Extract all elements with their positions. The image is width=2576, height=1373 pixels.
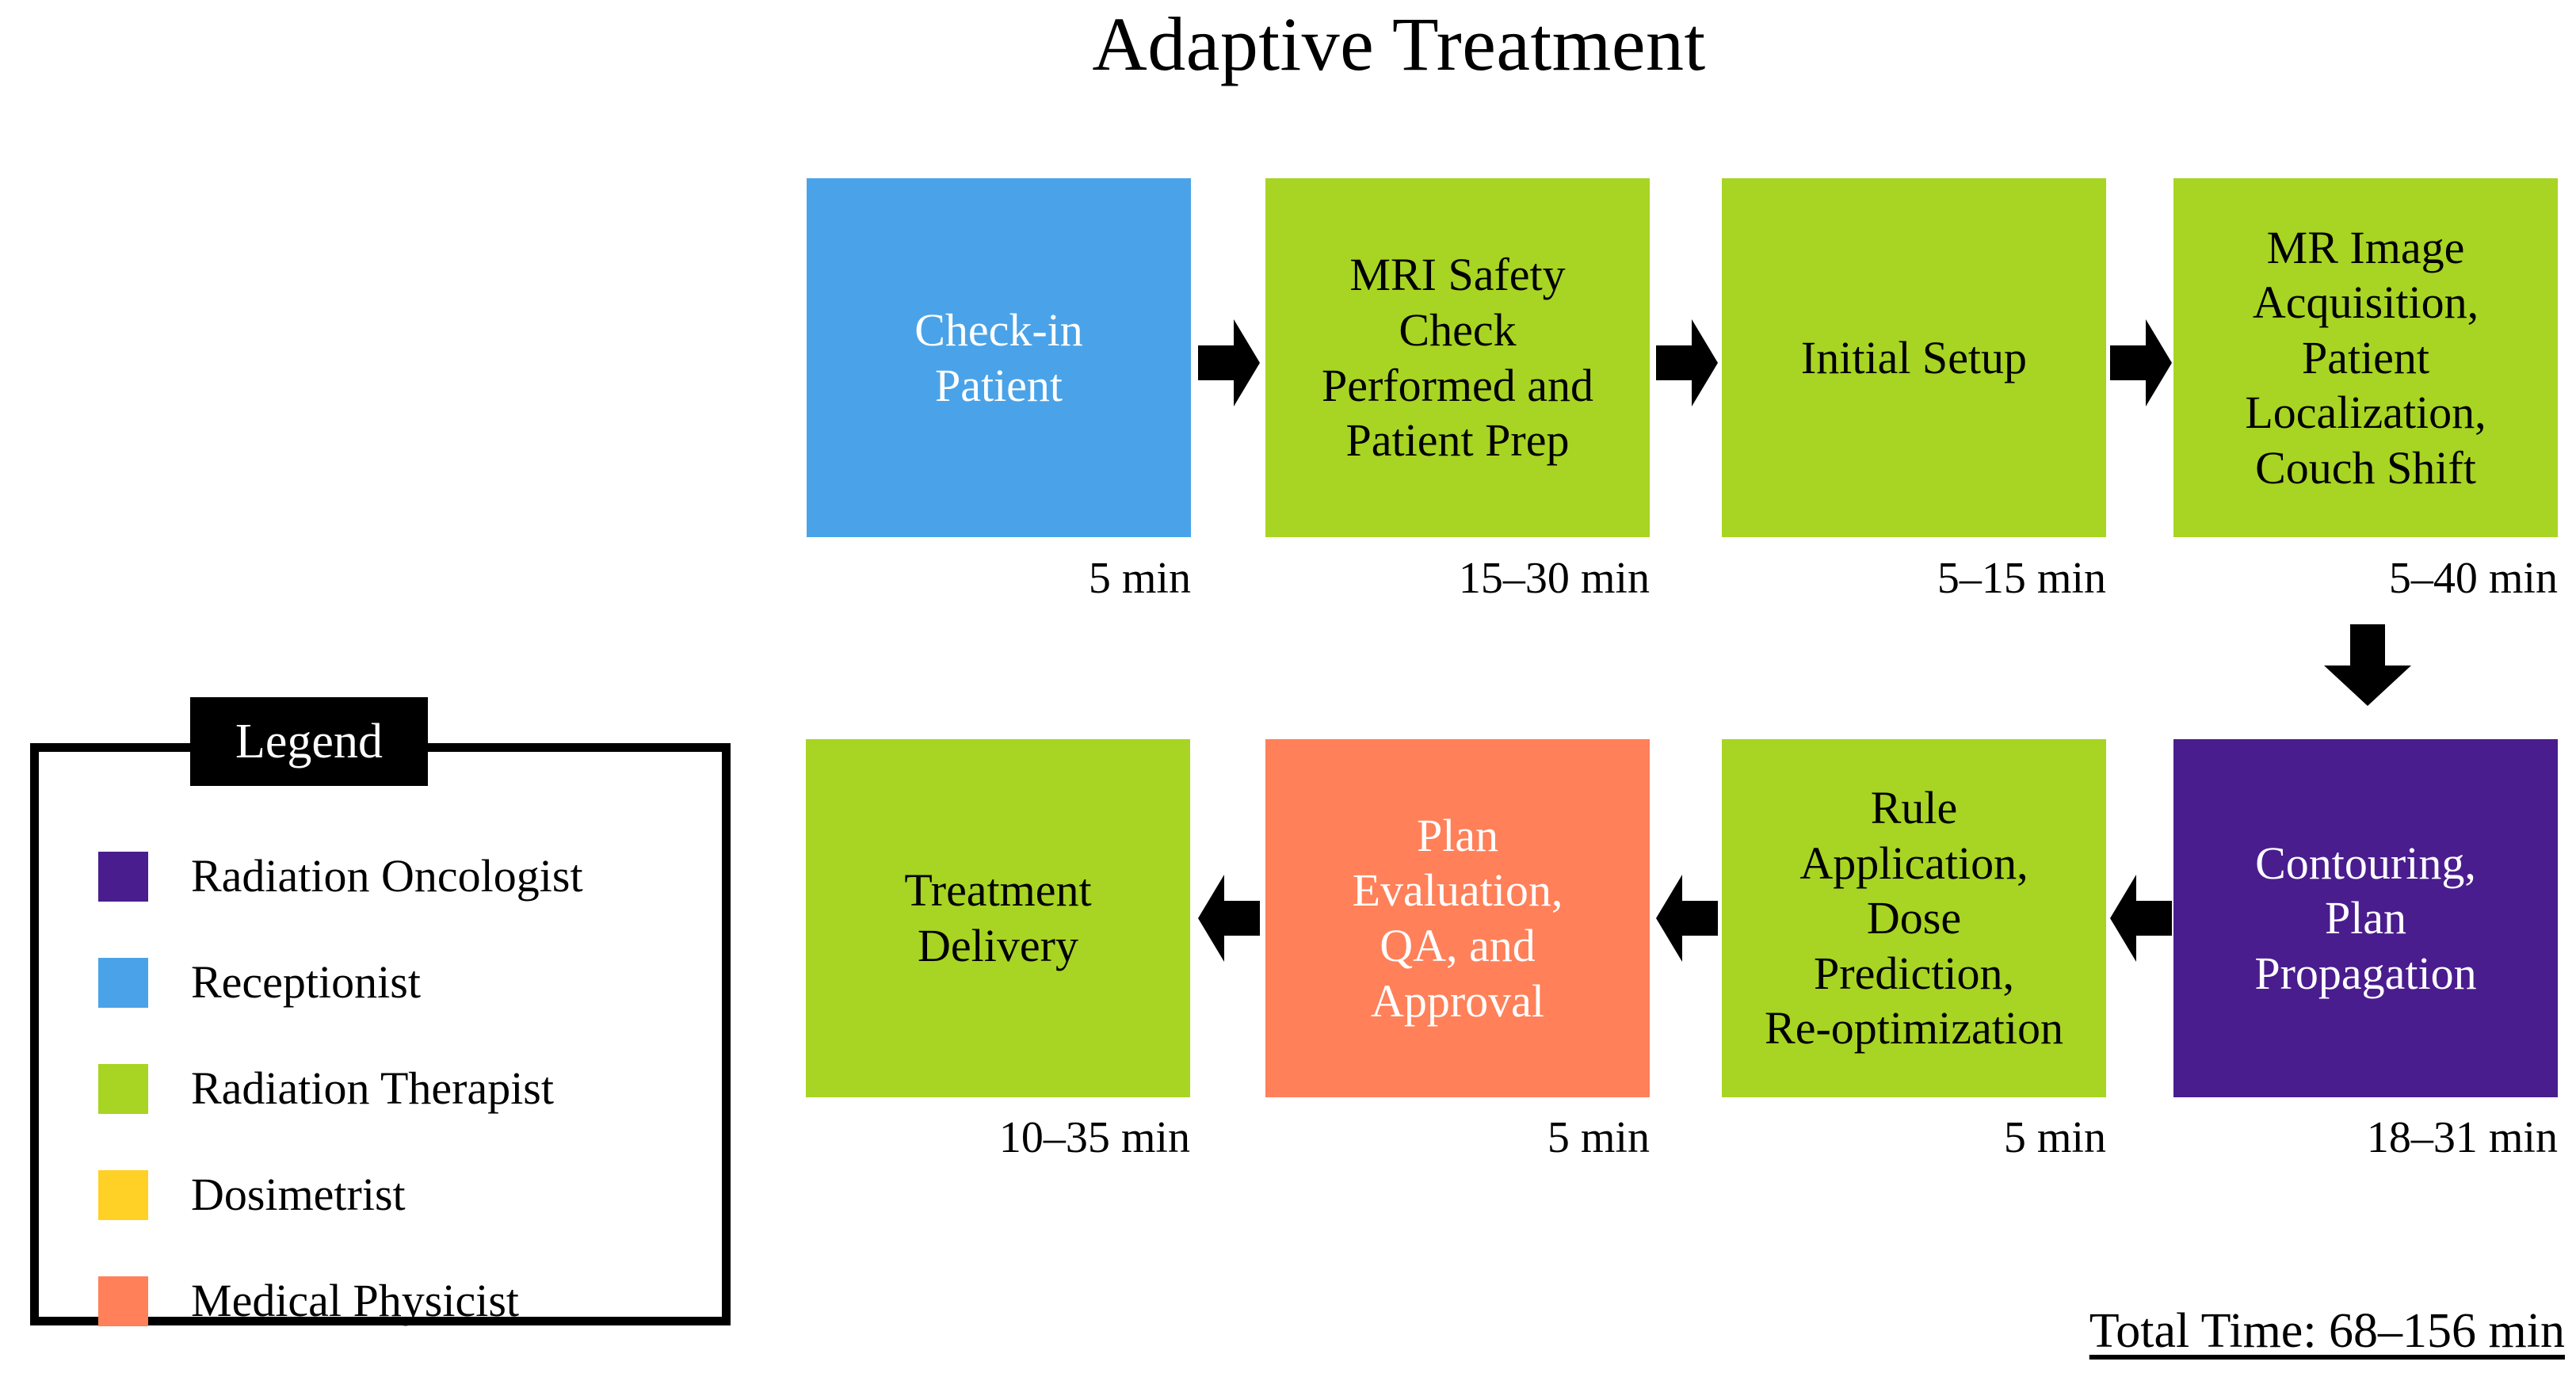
time-label-treatment-delivery: 10–35 min bbox=[998, 1113, 1190, 1162]
process-box-contouring-plan-propagation[interactable]: Contouring, Plan Propagation bbox=[2173, 739, 2558, 1097]
process-box-mr-image-acquisition[interactable]: MR Image Acquisition, Patient Localizati… bbox=[2173, 178, 2558, 537]
time-label-contouring-plan-propagation: 18–31 min bbox=[2366, 1113, 2558, 1162]
legend-item-medical-physicist: Medical Physicist bbox=[39, 1253, 722, 1349]
process-box-label: Initial Setup bbox=[1800, 331, 2028, 383]
legend-swatch-radiation-oncologist bbox=[98, 851, 148, 902]
time-label-initial-setup: 5–15 min bbox=[1937, 554, 2106, 603]
process-box-rule-application-dose-prediction[interactable]: Rule Application, Dose Prediction, Re-op… bbox=[1722, 739, 2106, 1097]
page-title: Adaptive Treatment bbox=[0, 6, 2576, 82]
legend-item-dosimetrist: Dosimetrist bbox=[39, 1146, 722, 1243]
process-box-label: Plan Evaluation, QA, and Approval bbox=[1352, 809, 1563, 1027]
legend-title: Legend bbox=[190, 697, 428, 786]
legend-items: Radiation Oncologist Receptionist Radiat… bbox=[39, 752, 722, 1326]
legend-label: Medical Physicist bbox=[191, 1275, 520, 1326]
legend: Radiation Oncologist Receptionist Radiat… bbox=[30, 743, 731, 1326]
arrow-right-2 bbox=[1656, 319, 1718, 406]
time-label-check-in-patient: 5 min bbox=[1088, 554, 1191, 603]
legend-title-text: Legend bbox=[235, 715, 383, 768]
process-box-initial-setup[interactable]: Initial Setup bbox=[1722, 178, 2106, 537]
legend-swatch-receptionist bbox=[98, 957, 148, 1008]
legend-label: Radiation Oncologist bbox=[191, 850, 583, 902]
legend-item-receptionist: Receptionist bbox=[39, 934, 722, 1031]
process-box-treatment-delivery[interactable]: Treatment Delivery bbox=[806, 739, 1190, 1097]
time-label-plan-evaluation-qa-approval: 5 min bbox=[1547, 1113, 1650, 1162]
legend-swatch-medical-physicist bbox=[98, 1276, 148, 1326]
process-box-check-in-patient[interactable]: Check-in Patient bbox=[807, 178, 1191, 537]
legend-label: Dosimetrist bbox=[191, 1169, 406, 1220]
process-box-plan-evaluation-qa-approval[interactable]: Plan Evaluation, QA, and Approval bbox=[1265, 739, 1650, 1097]
time-label-rule-application-dose-prediction: 5 min bbox=[2003, 1113, 2106, 1162]
process-box-label: MRI Safety Check Performed and Patient P… bbox=[1321, 249, 1594, 467]
arrow-left-2 bbox=[1656, 875, 1718, 962]
legend-swatch-radiation-therapist bbox=[98, 1063, 148, 1114]
time-label-mri-safety-check: 15–30 min bbox=[1458, 554, 1650, 603]
arrow-left-1 bbox=[1198, 875, 1260, 962]
process-box-mri-safety-check[interactable]: MRI Safety Check Performed and Patient P… bbox=[1265, 178, 1650, 537]
process-box-label: Treatment Delivery bbox=[904, 864, 1092, 971]
legend-label: Radiation Therapist bbox=[191, 1062, 554, 1114]
process-box-label: Contouring, Plan Propagation bbox=[2254, 837, 2477, 999]
process-box-label: Check-in Patient bbox=[914, 303, 1083, 411]
process-box-label: Rule Application, Dose Prediction, Re-op… bbox=[1765, 782, 2063, 1055]
arrow-down-1 bbox=[2324, 624, 2411, 706]
legend-label: Receptionist bbox=[191, 956, 421, 1008]
total-time-label: Total Time: 68–156 min bbox=[2089, 1304, 2565, 1358]
arrow-right-3 bbox=[2110, 319, 2172, 406]
arrow-left-3 bbox=[2110, 875, 2172, 962]
legend-swatch-dosimetrist bbox=[98, 1169, 148, 1220]
time-label-mr-image-acquisition: 5–40 min bbox=[2388, 554, 2558, 603]
process-box-label: MR Image Acquisition, Patient Localizati… bbox=[2245, 221, 2486, 494]
page-title-text: Adaptive Treatment bbox=[1092, 2, 1706, 86]
arrow-right-1 bbox=[1198, 319, 1260, 406]
legend-item-radiation-oncologist: Radiation Oncologist bbox=[39, 828, 722, 925]
legend-item-radiation-therapist: Radiation Therapist bbox=[39, 1040, 722, 1137]
